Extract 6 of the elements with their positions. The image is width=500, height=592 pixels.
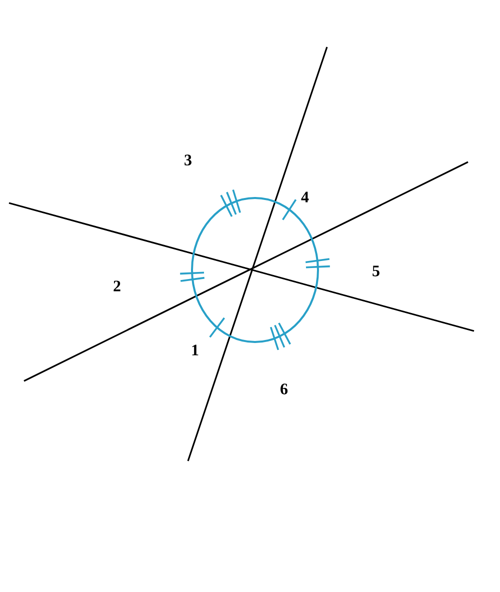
angle-number: 3 — [184, 154, 192, 166]
angle-number: 2 — [114, 280, 120, 292]
angle-number: 1 — [192, 344, 198, 356]
angle-number: 5 — [372, 266, 380, 276]
angle-number: 4 — [301, 192, 309, 202]
angle-number: 6 — [280, 384, 288, 394]
